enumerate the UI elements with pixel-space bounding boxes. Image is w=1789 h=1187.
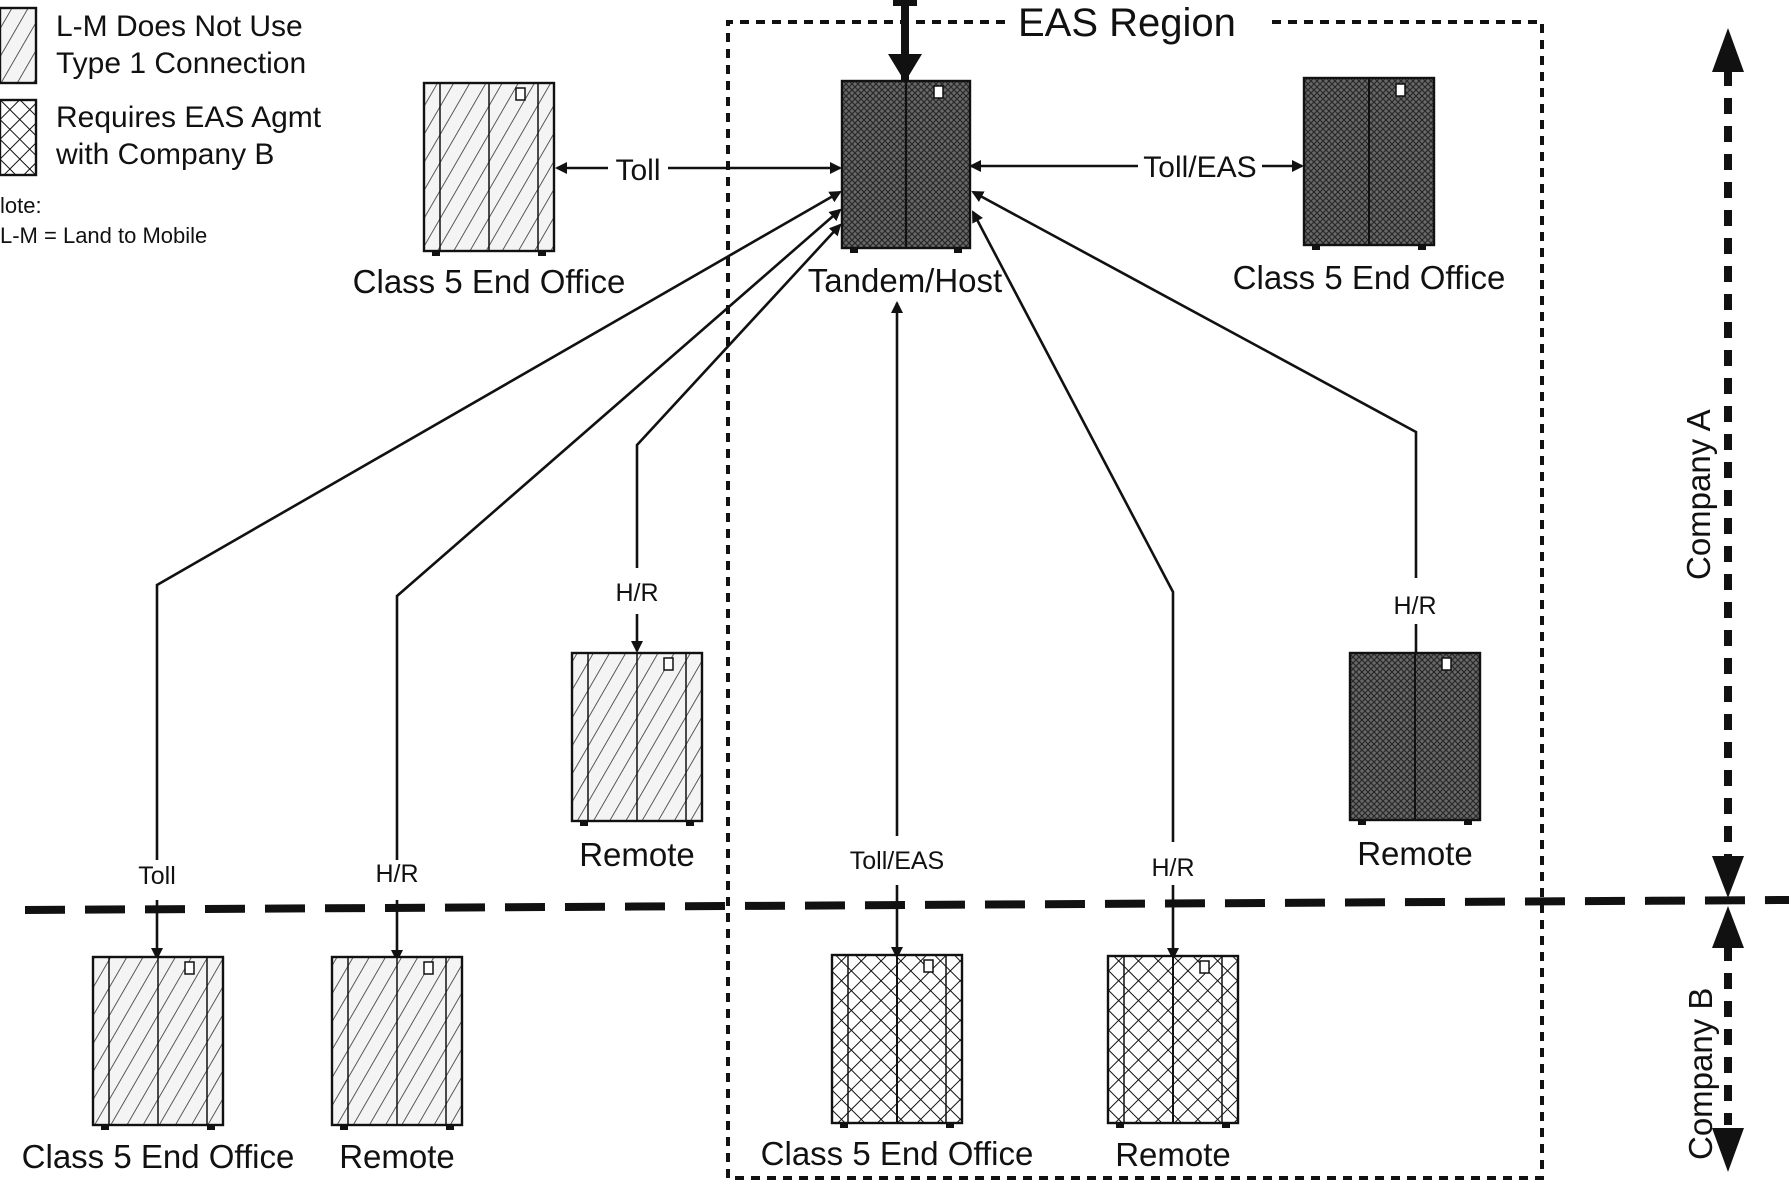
label-link-toll-eas-b: Toll/EAS <box>850 847 944 875</box>
link-remote-b-right <box>971 210 1175 842</box>
legend-item1-line2: Type 1 Connection <box>56 47 306 80</box>
legend-item2-line1: Requires EAS Agmt <box>56 101 322 134</box>
link-remote-right <box>971 190 1418 578</box>
connections <box>151 0 1422 962</box>
label-link-hr-right: H/R <box>1393 592 1436 620</box>
remote-b-right-cabinet <box>1106 954 1240 1128</box>
cabinets <box>91 76 1482 1130</box>
label-link-hr-b-left: H/R <box>375 860 418 888</box>
link-remote-b-left <box>395 208 842 860</box>
eo-top-right-cabinet <box>1302 76 1436 250</box>
link-eo-b-left <box>155 190 842 860</box>
label-remote-b-left: Remote <box>339 1138 455 1175</box>
company-axis: Company A Company B <box>1680 28 1744 1172</box>
company-boundary-line <box>24 896 1789 914</box>
legend-note-body: L-M = Land to Mobile <box>0 223 207 248</box>
eo-top-left-cabinet <box>422 81 556 256</box>
eo-b-left-cabinet <box>91 955 225 1130</box>
company-b-arrow-down <box>1712 1128 1744 1172</box>
tandem-host-cabinet <box>840 79 972 253</box>
label-remote-b-right: Remote <box>1115 1136 1231 1173</box>
label-link-hr-mid: H/R <box>615 579 658 607</box>
label-link-toll-b: Toll <box>138 862 176 890</box>
eas-region: EAS Region <box>726 1 1544 1180</box>
company-a-arrow-down <box>1712 856 1744 898</box>
remote-right-cabinet <box>1348 651 1482 825</box>
eas-region-label: EAS Region <box>1018 1 1236 45</box>
node-labels: Tandem/Host Class 5 End Office Class 5 E… <box>22 259 1506 1175</box>
label-link-toll-eas-top: Toll/EAS <box>1143 151 1256 184</box>
legend-swatch-crosshatch <box>0 98 38 177</box>
label-eo-b-mid: Class 5 End Office <box>761 1135 1034 1172</box>
label-eo-top-left: Class 5 End Office <box>353 263 626 300</box>
eas-region-border <box>726 20 1544 1180</box>
label-remote-mid: Remote <box>579 836 695 873</box>
link-remote-mid <box>635 223 842 568</box>
label-eo-top-right: Class 5 End Office <box>1233 259 1506 296</box>
company-b-label: Company B <box>1682 988 1719 1160</box>
label-tandem-host: Tandem/Host <box>808 262 1002 299</box>
label-link-toll-top: Toll <box>615 154 660 187</box>
legend: L-M Does Not Use Type 1 Connection Requi… <box>0 6 322 248</box>
link-labels: Toll Toll/EAS H/R H/R Toll H/R Toll/EAS … <box>138 151 1436 890</box>
label-remote-right: Remote <box>1357 835 1473 872</box>
company-a-label: Company A <box>1680 409 1717 580</box>
legend-swatch-hatched <box>0 6 38 85</box>
legend-note-title: lote: <box>0 193 42 218</box>
legend-item1-line1: L-M Does Not Use <box>56 10 303 43</box>
label-eo-b-left: Class 5 End Office <box>22 1138 295 1175</box>
remote-b-left-cabinet <box>330 955 464 1130</box>
remote-mid-cabinet <box>570 651 704 826</box>
label-link-hr-b-right: H/R <box>1151 854 1194 882</box>
eo-b-mid-cabinet <box>830 953 964 1128</box>
company-a-arrow-up <box>1712 28 1744 72</box>
legend-item2-line2: with Company B <box>55 138 274 171</box>
company-b-arrow-up <box>1712 906 1744 948</box>
